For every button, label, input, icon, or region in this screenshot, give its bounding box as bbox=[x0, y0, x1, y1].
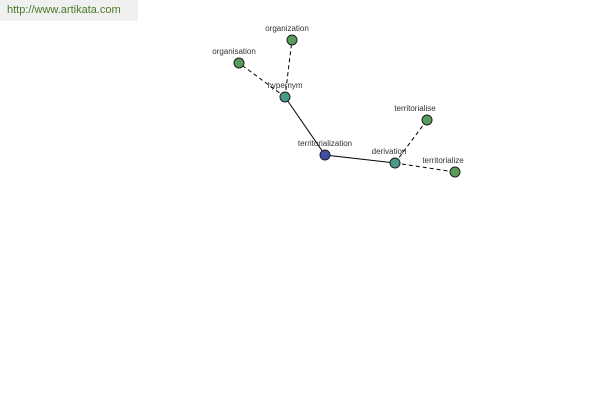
node-label-hypernym[interactable]: hypernym bbox=[267, 81, 302, 90]
edges-layer bbox=[238, 39, 456, 173]
node-hypernym[interactable] bbox=[279, 91, 291, 103]
edge-hypernym-organisation bbox=[238, 62, 286, 98]
node-label-territorialise[interactable]: territorialise bbox=[394, 104, 436, 113]
edge-territorialization-hypernym bbox=[284, 96, 326, 156]
node-territorialise[interactable] bbox=[421, 114, 433, 126]
edge-territorialization-derivation bbox=[324, 154, 396, 164]
node-label-organization[interactable]: organization bbox=[265, 24, 309, 33]
source-url-text[interactable]: http://www.artikata.com bbox=[7, 4, 121, 16]
labels-layer: territorialization hypernym organization or… bbox=[212, 24, 464, 165]
node-label-derivation[interactable]: derivation bbox=[372, 147, 407, 156]
edge-derivation-territorialize bbox=[394, 162, 456, 173]
node-label-territorialization[interactable]: territorialization bbox=[298, 139, 352, 148]
node-organization[interactable] bbox=[286, 34, 298, 46]
source-url-banner[interactable]: http://www.artikata.com bbox=[0, 0, 138, 21]
node-territorialization[interactable] bbox=[319, 149, 331, 161]
node-territorialize[interactable] bbox=[449, 166, 461, 178]
node-derivation[interactable] bbox=[389, 157, 401, 169]
node-label-organisation[interactable]: organisation bbox=[212, 47, 256, 56]
node-label-territorialize[interactable]: territorialize bbox=[422, 156, 464, 165]
edge-derivation-territorialise bbox=[394, 119, 428, 164]
nodes-layer bbox=[233, 34, 461, 178]
edge-hypernym-organization bbox=[284, 39, 293, 98]
node-organisation[interactable] bbox=[233, 57, 245, 69]
